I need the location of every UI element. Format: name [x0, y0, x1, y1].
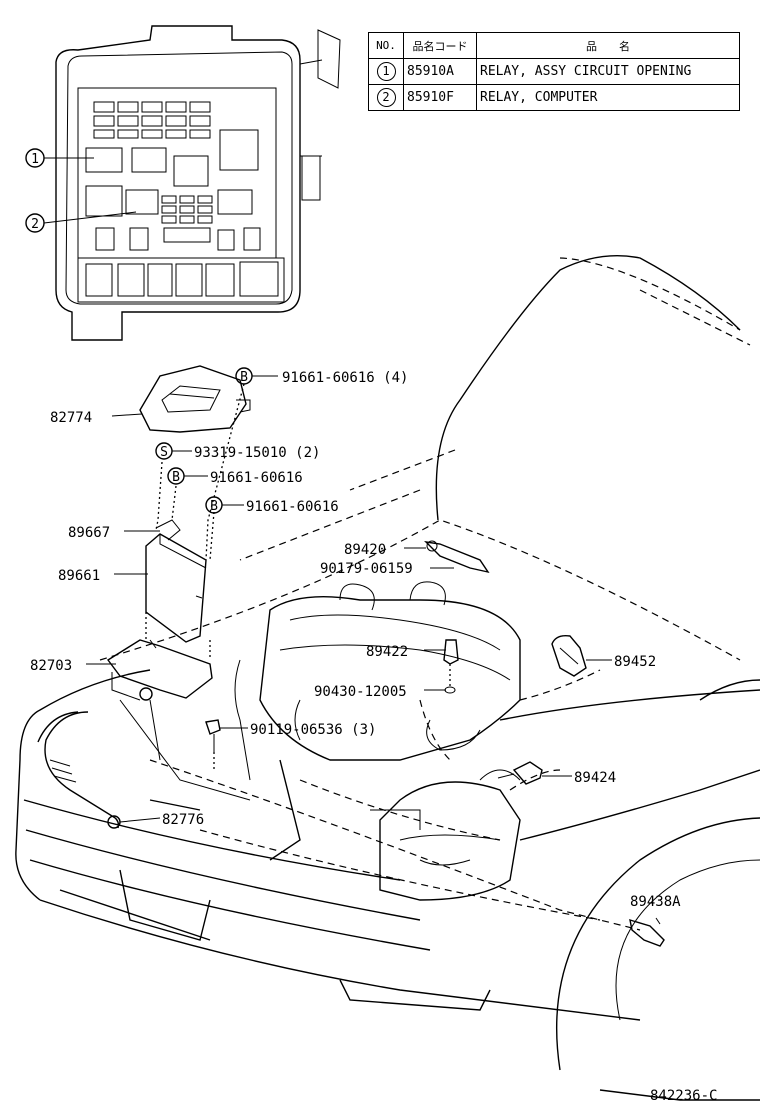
- label-90119: 90119-06536 (3): [250, 722, 376, 738]
- label-91661-b: 91661-60616: [210, 470, 303, 486]
- legend-code-2: 85910F: [403, 84, 477, 111]
- label-90179: 90179-06159: [320, 561, 413, 577]
- legend-header-name: 品 名: [476, 32, 740, 59]
- ecu-89661: [145, 519, 207, 643]
- svg-text:B: B: [172, 470, 180, 485]
- label-93319: 93319-15010 (2): [194, 445, 320, 461]
- bolt-symbol-3: B: [205, 496, 223, 514]
- diagram-id: 842236-C: [650, 1088, 718, 1104]
- legend-no-1: 1: [376, 62, 396, 81]
- label-91661-c: 91661-60616: [246, 499, 339, 515]
- legend-row-2: 2 85910F RELAY, COMPUTER: [368, 84, 740, 111]
- legend-header-no: NO.: [368, 32, 404, 59]
- label-89438a: 89438A: [630, 894, 681, 910]
- legend-header-code: 品名コード: [403, 32, 477, 59]
- label-89661: 89661: [58, 568, 100, 584]
- ecu-bracket-82703: [106, 639, 213, 701]
- legend-row-1: 1 85910A RELAY, ASSY CIRCUIT OPENING: [368, 58, 740, 85]
- label-89667: 89667: [68, 525, 110, 541]
- svg-text:S: S: [160, 445, 168, 460]
- sensor-89438a: [629, 918, 665, 947]
- relay-legend-table: NO. 品名コード 品 名 1 85910A RELAY, ASSY CIRCU…: [368, 32, 740, 111]
- label-89420: 89420: [344, 542, 386, 558]
- label-90430: 90430-12005: [314, 684, 407, 700]
- label-82776: 82776: [162, 812, 204, 828]
- callout-1: 1: [25, 148, 94, 168]
- legend-no-2: 2: [376, 88, 396, 107]
- sensor-89424: [497, 761, 543, 785]
- leader-lines: [86, 375, 661, 925]
- legend-code-1: 85910A: [403, 58, 477, 85]
- bolt-90119: [205, 719, 221, 752]
- svg-text:B: B: [240, 370, 248, 385]
- screw-symbol: S: [155, 442, 173, 460]
- label-89452: 89452: [614, 654, 656, 670]
- sensor-89452: [551, 634, 587, 677]
- label-89424: 89424: [574, 770, 616, 786]
- svg-text:1: 1: [31, 152, 39, 167]
- sensor-89420: [424, 540, 490, 574]
- legend-header-row: NO. 品名コード 品 名: [368, 32, 740, 59]
- relay-box-illustration: [55, 25, 341, 341]
- bolt-symbol-2: B: [167, 467, 185, 485]
- callout-2: 2: [25, 211, 137, 233]
- legend-name-1: RELAY, ASSY CIRCUIT OPENING: [476, 58, 740, 85]
- bolt-symbol-1: B: [235, 367, 253, 385]
- hose-82776: [37, 711, 121, 829]
- label-82774: 82774: [50, 410, 92, 426]
- label-82703: 82703: [30, 658, 72, 674]
- label-89422: 89422: [366, 644, 408, 660]
- legend-name-2: RELAY, COMPUTER: [476, 84, 740, 111]
- sensor-89422: [443, 639, 459, 694]
- label-91661-a: 91661-60616 (4): [282, 370, 408, 386]
- ecu-cover-82774: [139, 365, 251, 433]
- svg-text:2: 2: [31, 217, 39, 232]
- svg-text:B: B: [210, 499, 218, 514]
- vehicle-body-outline: [15, 255, 760, 1101]
